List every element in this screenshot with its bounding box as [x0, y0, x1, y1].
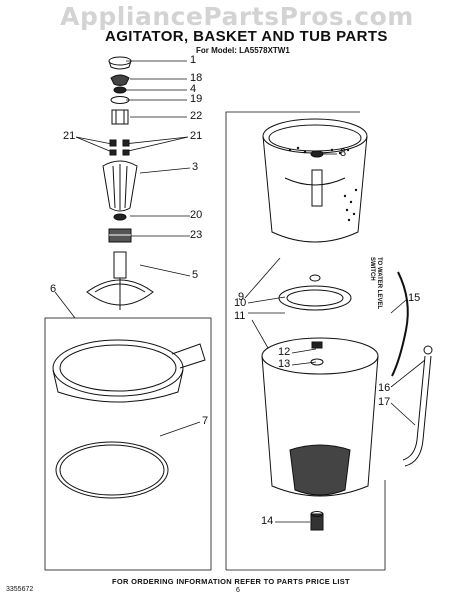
document-number: 3355672 [6, 586, 34, 593]
page-number: 6 [236, 587, 240, 594]
ordering-note: FOR ORDERING INFORMATION REFER TO PARTS … [112, 577, 350, 586]
callout-6: 6 [50, 283, 57, 295]
page-title: AGITATOR, BASKET AND TUB PARTS [105, 28, 388, 45]
drive-bell [108, 228, 132, 243]
water-level-note: TO WATER LEVEL SWITCH [369, 257, 382, 310]
callout-8: 8 [340, 147, 347, 159]
assembly-boundaries [44, 111, 386, 571]
callout-21-right: 21 [190, 130, 203, 142]
callout-7: 7 [202, 415, 209, 427]
outer-tub [261, 337, 379, 497]
tub-ring [52, 339, 206, 403]
tub-bearing [310, 511, 324, 531]
agitator-skirt [86, 251, 154, 310]
agitator-barrel [102, 160, 138, 212]
cap-insert [110, 74, 130, 86]
callout-10: 10 [234, 297, 247, 309]
callout-3: 3 [192, 161, 199, 173]
retainer-ring [110, 96, 130, 104]
wash-basket [262, 118, 368, 243]
dogs [113, 86, 127, 94]
callout-13: 13 [278, 358, 291, 370]
callout-4: 4 [190, 83, 197, 95]
basket-nut [310, 341, 324, 366]
callout-9: 9 [238, 291, 245, 303]
agitator-cap [108, 56, 132, 70]
seal-ring [113, 213, 127, 221]
callout-11: 11 [234, 310, 246, 322]
pressure-hose [391, 271, 409, 377]
drain-hose [402, 345, 433, 467]
callout-21-left: 21 [63, 130, 76, 142]
basket-drive-ring [278, 274, 352, 311]
callout-17: 17 [378, 396, 391, 408]
callout-12: 12 [278, 346, 291, 358]
callout-18: 18 [190, 72, 203, 84]
callout-15: 15 [408, 292, 421, 304]
dog-pieces [109, 139, 130, 156]
cam [111, 109, 129, 125]
callout-19: 19 [190, 93, 203, 105]
callout-22: 22 [190, 110, 203, 122]
callout-23: 23 [190, 229, 203, 241]
callout-5: 5 [192, 269, 199, 281]
callout-16: 16 [378, 382, 391, 394]
callout-14: 14 [261, 515, 274, 527]
callout-1: 1 [190, 54, 197, 66]
model-subtitle: For Model: LA5578XTW1 [196, 46, 290, 55]
tub-seal [55, 441, 169, 499]
callout-20: 20 [190, 209, 203, 221]
watermark: AppliancePartsPros.com [60, 2, 414, 31]
